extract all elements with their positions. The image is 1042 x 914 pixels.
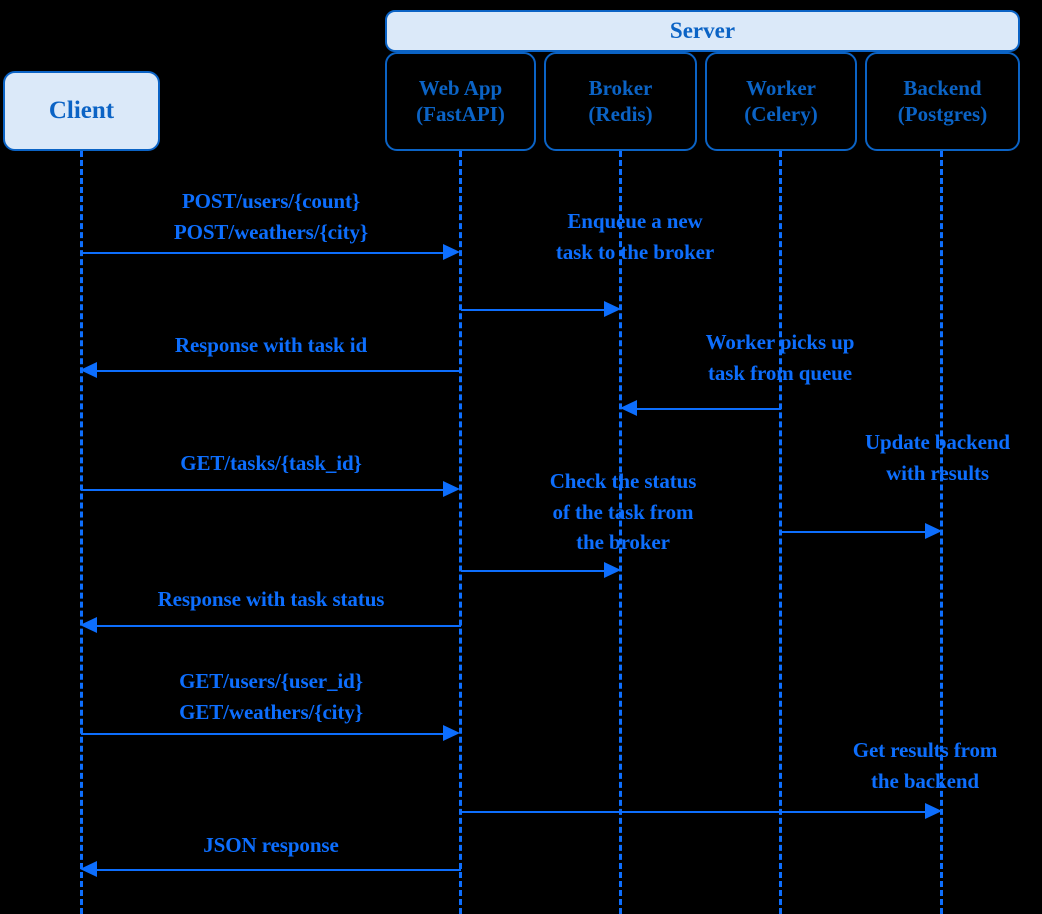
participant-client-label: Client (48, 96, 115, 124)
message-line-m7 (461, 570, 604, 572)
message-arrowhead-m5 (443, 481, 460, 497)
lifeline-client (80, 151, 83, 914)
message-line-m11 (97, 869, 461, 871)
message-label-m8: Response with task status (157, 587, 385, 611)
participant-worker[interactable]: Worker (Celery) (705, 52, 857, 151)
message-line-m10 (461, 811, 925, 813)
participant-web-app-sublabel: (FastAPI) (416, 101, 505, 126)
message-arrowhead-m8 (80, 617, 97, 633)
message-line-m9 (81, 733, 443, 735)
message-line-m6 (781, 531, 925, 533)
lifeline-broker (619, 151, 622, 914)
message-line-m8 (97, 625, 461, 627)
participant-broker-sublabel: (Redis) (588, 101, 653, 126)
message-arrowhead-m4 (620, 400, 637, 416)
message-label-m7: Check the status of the task from the br… (549, 469, 697, 555)
participant-broker[interactable]: Broker (Redis) (544, 52, 697, 151)
message-line-m1 (81, 252, 443, 254)
participant-backend-sublabel: (Postgres) (897, 101, 988, 126)
group-box-server-label: Server (669, 17, 736, 43)
participant-client[interactable]: Client (3, 71, 160, 151)
participant-backend-label: Backend (903, 75, 982, 100)
message-arrowhead-m1 (443, 244, 460, 260)
message-label-m2: Enqueue a new task to the broker (555, 209, 715, 264)
message-arrowhead-m10 (925, 803, 942, 819)
message-label-m3: Response with task id (174, 333, 368, 357)
message-arrowhead-m6 (925, 523, 942, 539)
lifeline-web-app (459, 151, 462, 914)
message-label-m10: Get results from the backend (852, 738, 998, 793)
participant-web-app[interactable]: Web App (FastAPI) (385, 52, 536, 151)
participant-worker-sublabel: (Celery) (744, 101, 818, 126)
message-label-m5: GET/tasks/{task_id} (180, 451, 362, 475)
message-line-m5 (81, 489, 443, 491)
message-label-m9: GET/users/{user_id} GET/weathers/{city} (179, 669, 363, 724)
participant-web-app-label: Web App (418, 75, 503, 100)
participant-backend[interactable]: Backend (Postgres) (865, 52, 1020, 151)
message-arrowhead-m2 (604, 301, 621, 317)
message-line-m3 (97, 370, 461, 372)
participant-worker-label: Worker (746, 75, 816, 100)
message-arrowhead-m9 (443, 725, 460, 741)
message-label-m11: JSON response (203, 833, 339, 857)
message-line-m4 (637, 408, 781, 410)
message-line-m2 (461, 309, 604, 311)
message-label-m1: POST/users/{count} POST/weathers/{city} (173, 189, 369, 244)
lifeline-worker (779, 151, 782, 914)
group-box-server: Server (385, 10, 1020, 52)
message-arrowhead-m11 (80, 861, 97, 877)
message-arrowhead-m7 (604, 562, 621, 578)
message-arrowhead-m3 (80, 362, 97, 378)
participant-broker-label: Broker (588, 75, 653, 100)
message-label-m6: Update backend with results (864, 430, 1011, 485)
message-label-m4: Worker picks up task from queue (705, 330, 855, 385)
